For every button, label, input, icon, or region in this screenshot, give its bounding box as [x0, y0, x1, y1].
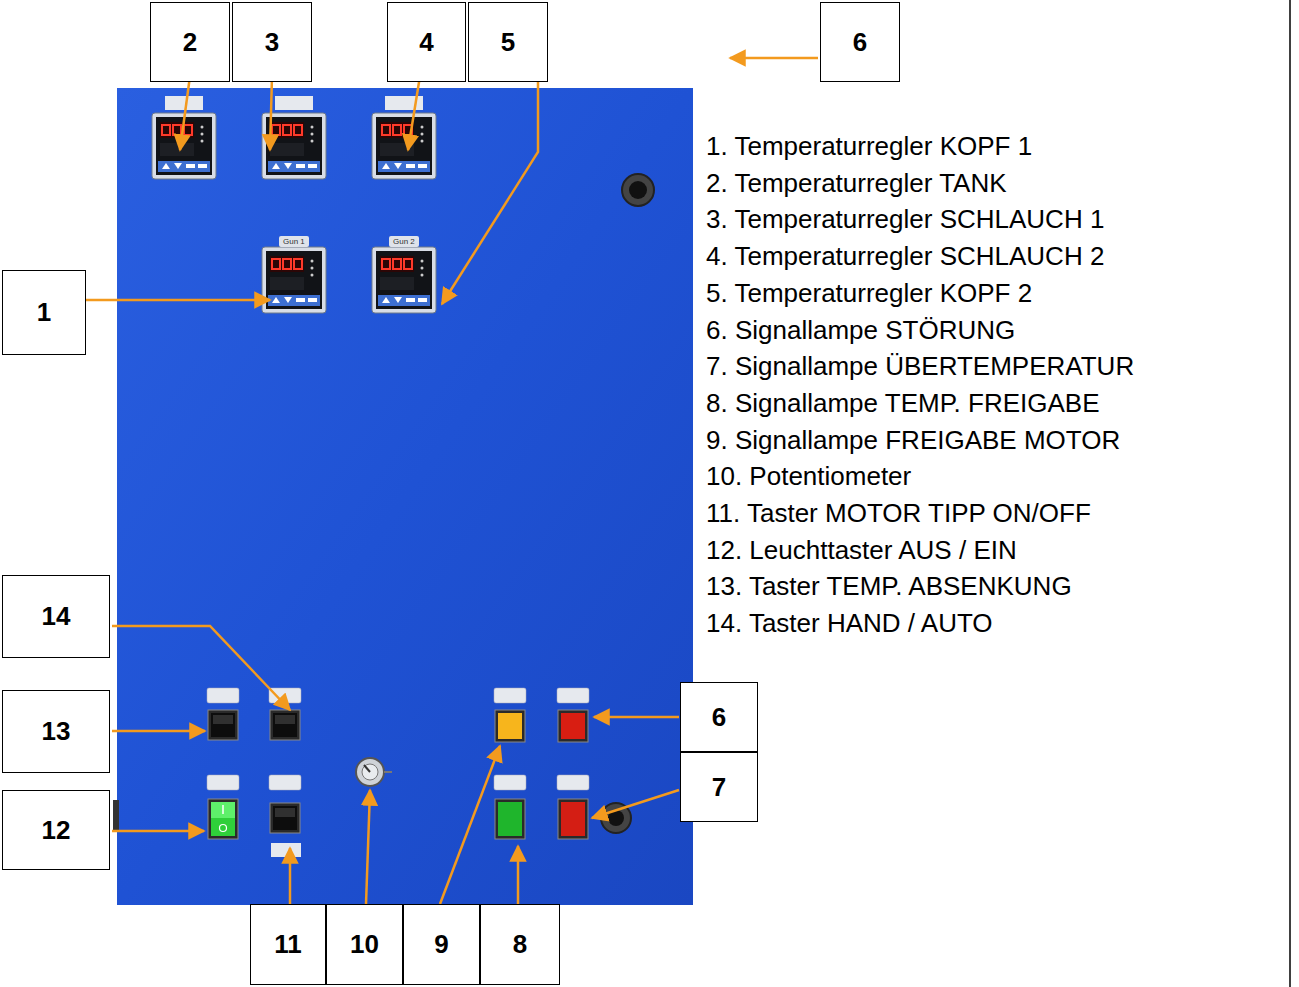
- legend-entry: 1. Temperaturregler KOPF 1: [706, 131, 1032, 162]
- callout-number: 14: [42, 601, 71, 632]
- panel-plate: [117, 88, 693, 905]
- callout-number: 1: [37, 297, 51, 328]
- legend-entry: 6. Signallampe STÖRUNG: [706, 315, 1015, 346]
- temperature-controller: [372, 113, 436, 179]
- callout-box: 2: [150, 2, 230, 82]
- callout-box: 7: [680, 752, 758, 822]
- callout-number: 8: [513, 929, 527, 960]
- callout-number: 13: [42, 716, 71, 747]
- callout-box: 11: [250, 904, 326, 985]
- legend-entry: 14. Taster HAND / AUTO: [706, 608, 993, 639]
- signal-lamp: [495, 710, 588, 839]
- callout-box: 9: [403, 904, 480, 985]
- controller-tag: Gun 2: [389, 236, 419, 247]
- callout-number: 10: [350, 929, 379, 960]
- temperature-controller: [372, 247, 436, 313]
- callout-number: 11: [274, 929, 302, 960]
- callout-box: 6: [680, 682, 758, 752]
- callout-box: 1: [2, 270, 86, 355]
- callout-box: 10: [326, 904, 403, 985]
- illuminated-switch: [208, 799, 238, 839]
- legend-entry: 3. Temperaturregler SCHLAUCH 1: [706, 204, 1104, 235]
- legend-entry: 7. Signallampe ÜBERTEMPERATUR: [706, 351, 1134, 382]
- callout-box: 5: [468, 2, 548, 82]
- legend-entry: 9. Signallampe FREIGABE MOTOR: [706, 425, 1120, 456]
- potentiometer: [356, 758, 392, 786]
- callout-box: 12: [2, 790, 110, 870]
- callout-box: 4: [387, 2, 466, 82]
- controller-tag: Gun 1: [279, 236, 309, 247]
- callout-number: 12: [42, 815, 71, 846]
- callout-number: 6: [712, 702, 726, 733]
- callout-box: 13: [2, 690, 110, 773]
- legend-entry: 5. Temperaturregler KOPF 2: [706, 278, 1032, 309]
- legend-entry: 13. Taster TEMP. ABSENKUNG: [706, 571, 1072, 602]
- legend-entry: 12. Leuchttaster AUS / EIN: [706, 535, 1017, 566]
- push-button: [270, 803, 300, 833]
- callout-number: 4: [419, 27, 433, 58]
- callout-number: 6: [853, 27, 867, 58]
- callout-number: 7: [712, 772, 726, 803]
- callout-number: 2: [183, 27, 197, 58]
- legend-entry: 11. Taster MOTOR TIPP ON/OFF: [706, 498, 1091, 529]
- callout-number: 3: [265, 27, 279, 58]
- callout-number: 5: [501, 27, 515, 58]
- callout-number: 9: [434, 929, 448, 960]
- legend-entry: 10. Potentiometer: [706, 461, 911, 492]
- callout-box: 8: [480, 904, 560, 985]
- legend-entry: 2. Temperaturregler TANK: [706, 168, 1007, 199]
- callout-box: 6: [820, 2, 900, 82]
- legend-entry: 8. Signallampe TEMP. FREIGABE: [706, 388, 1100, 419]
- push-button: [270, 710, 300, 740]
- temperature-controller: [262, 247, 326, 313]
- callout-box: 14: [2, 575, 110, 658]
- legend-entry: 4. Temperaturregler SCHLAUCH 2: [706, 241, 1104, 272]
- push-button: [208, 710, 238, 740]
- callout-box: 3: [232, 2, 312, 82]
